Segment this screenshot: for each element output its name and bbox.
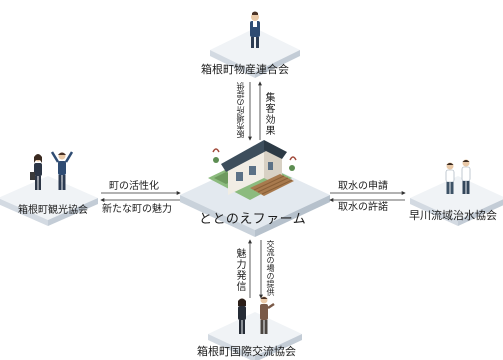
top-node-person-icon: [250, 11, 260, 48]
right-node-title: 早川流域治水協会: [409, 209, 497, 222]
farmhouse-icon: [208, 140, 297, 200]
bottom-node-title: 箱根町国際交流協会: [197, 345, 296, 358]
label-center-to-right: 取水の申請: [338, 181, 388, 192]
label-right-to-center: 取水の許諾: [338, 202, 388, 213]
label-center-to-bottom: 魅力発信: [234, 248, 245, 292]
label-center-to-left: 新たな町の魅力: [102, 204, 172, 215]
label-center-to-top: 集客効果: [263, 92, 274, 136]
bottom-node-platform: [208, 312, 302, 360]
top-node-platform: [210, 28, 300, 78]
label-left-to-center: 町の活性化: [109, 181, 159, 192]
label-top-to-center: 販売場所の提供: [236, 82, 245, 138]
left-node-platform: [0, 176, 98, 226]
right-node-people-icon: [445, 159, 471, 194]
center-title: ととのえファーム: [199, 212, 307, 227]
top-node-title: 箱根町物産連合会: [201, 63, 289, 76]
left-node-people-icon: [30, 151, 74, 190]
left-node-title: 箱根町観光協会: [18, 205, 88, 216]
right-node-platform: [410, 176, 503, 226]
label-bottom-to-center: 交流の場の提供: [266, 240, 275, 296]
